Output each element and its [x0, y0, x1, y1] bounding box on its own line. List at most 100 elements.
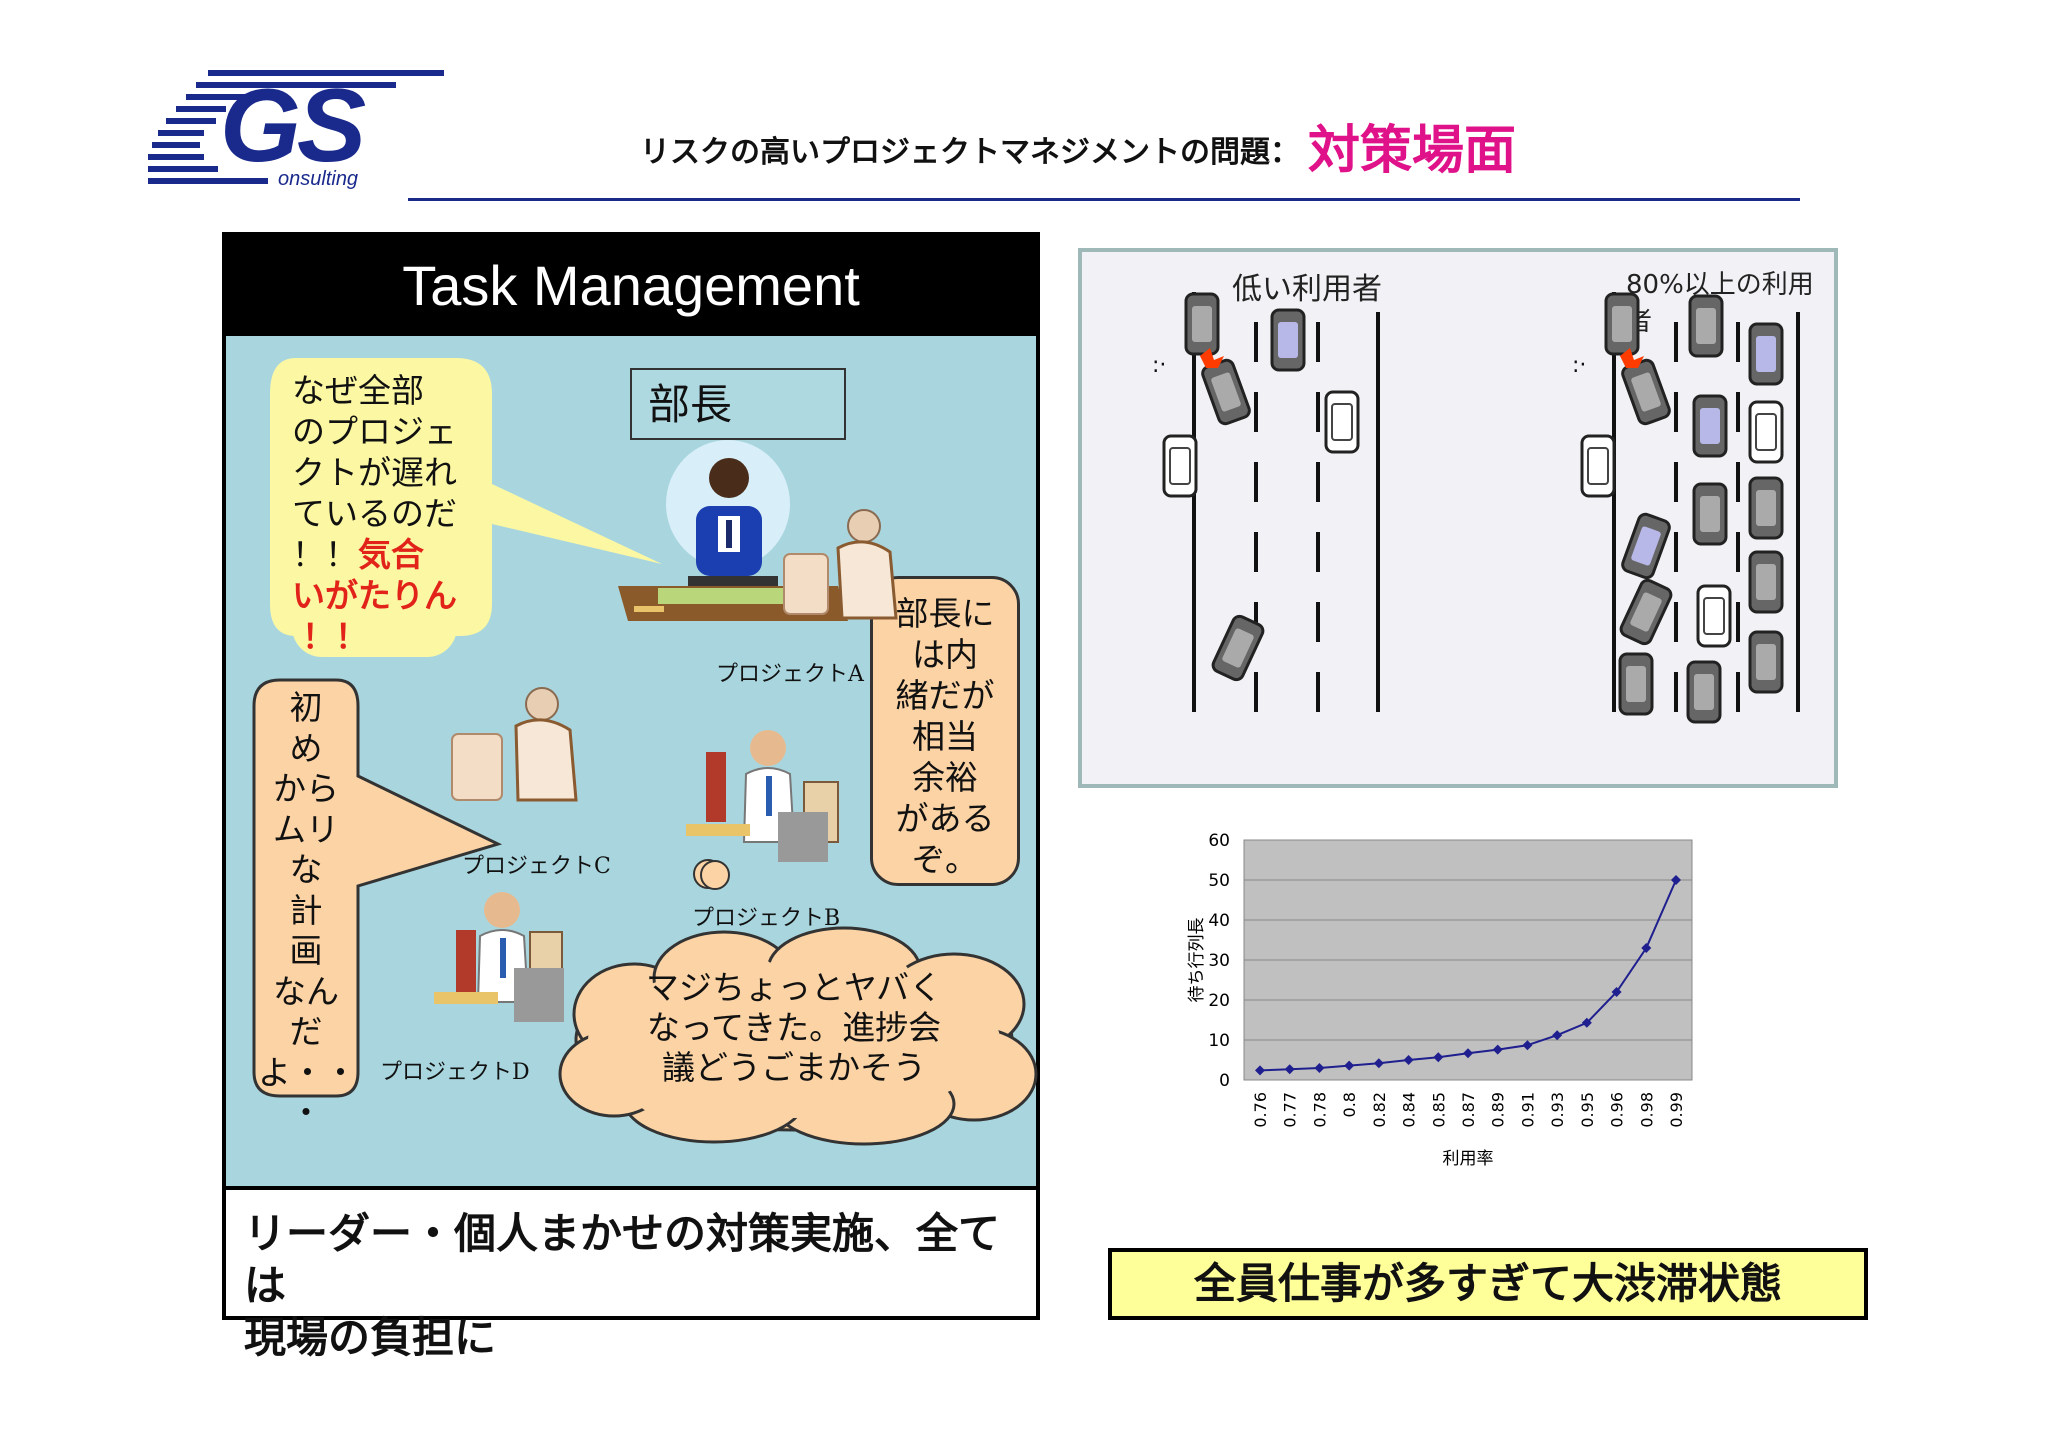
chart-x-tick-label: 0.78: [1310, 1092, 1329, 1128]
chart-x-tick-label: 0.85: [1429, 1092, 1448, 1128]
right-bubble-line: 相当: [912, 717, 978, 756]
cloud-line: マジちょっとヤバく: [645, 968, 943, 1007]
boss-bubble-line: のプロジェ: [292, 412, 457, 451]
chart-y-tick-label: 10: [1208, 1031, 1230, 1051]
chart-x-tick-label: 0.8: [1340, 1092, 1359, 1117]
chart-x-tick-label: 0.93: [1548, 1092, 1567, 1128]
left-bubble-line: 初: [289, 688, 323, 727]
company-logo: GS onsulting: [148, 66, 448, 196]
project-d-worker-illustration: [410, 872, 580, 1042]
page-title: リスクの高いプロジェクトマネジメントの問題：対策場面: [640, 108, 1516, 183]
project-b-worker-illustration: [686, 712, 846, 892]
left-bubble-line: だ: [289, 1012, 323, 1051]
task-panel-footer: リーダー・個人まかせの対策実施、全ては 現場の負担に: [226, 1186, 1036, 1362]
chart-x-tick-label: 0.96: [1608, 1092, 1627, 1128]
left-bubble-line: め: [289, 728, 323, 768]
header-divider: [408, 198, 1800, 201]
chart-x-tick-label: 0.76: [1251, 1092, 1270, 1128]
chart-point: [1611, 987, 1622, 997]
chart-point: [1641, 943, 1652, 953]
right-bubble-line: ぞ。: [912, 840, 978, 879]
task-management-panel: Task Management なぜ全部 のプロジェ クトが遅れ ているのだ ！…: [222, 232, 1040, 1362]
traffic-roads-graphic: :· :·: [1152, 292, 1800, 724]
chart-point: [1373, 1058, 1384, 1069]
svg-text::·: :·: [1572, 353, 1586, 378]
boss-bubble-line: ！！: [292, 535, 358, 574]
right-bubble-line: は内: [912, 635, 978, 674]
chart-x-tick-label: 0.77: [1281, 1092, 1300, 1128]
chart-x-label: 利用率: [1443, 1149, 1494, 1169]
chart-x-tick-label: 0.87: [1459, 1092, 1478, 1128]
boss-bubble-line: ているのだ: [292, 494, 457, 533]
staff-speech-bubble-left: 初 め から ムリ な 計 画 なん だ よ・・ ・: [250, 676, 670, 1132]
left-bubble-line: 画: [289, 931, 323, 970]
right-bubble-line: がある: [895, 799, 995, 838]
page-title-accent: 対策場面: [1308, 121, 1517, 181]
chart-x-tick-label: 0.95: [1578, 1092, 1597, 1128]
chart-y-tick-label: 30: [1208, 951, 1230, 971]
right-bubble-line: 緒だが: [895, 676, 995, 715]
left-bubble-line: ・: [289, 1093, 323, 1132]
logo-subtext: onsulting: [278, 168, 359, 190]
chart-x-tick-label: 0.84: [1400, 1092, 1419, 1128]
chart-y-tick-label: 50: [1208, 871, 1230, 891]
traffic-left-label: 低い利用者: [1232, 272, 1382, 307]
chart-point: [1522, 1040, 1533, 1051]
chart-y-tick-label: 60: [1208, 831, 1230, 851]
project-a-label: プロジェクトA: [716, 662, 864, 687]
right-bubble-line: 余裕: [912, 758, 978, 797]
chart-point: [1255, 1065, 1265, 1076]
chart-y-label: 待ち行列長: [1187, 918, 1207, 1003]
project-d-label: プロジェクトD: [380, 1060, 530, 1085]
svg-text::·: :·: [1152, 353, 1166, 378]
chart-point: [1284, 1064, 1295, 1075]
footer-line: リーダー・個人まかせの対策実施、全ては: [244, 1209, 1001, 1310]
project-c-label: プロジェクトC: [462, 854, 611, 879]
chart-y-ticks: 0 10 20 30 40 50 60: [1208, 831, 1230, 1091]
left-bubble-line: よ・・: [258, 1052, 357, 1092]
left-bubble-line: 計: [289, 890, 323, 930]
chart-point: [1552, 1030, 1563, 1041]
chart-points: [1255, 875, 1681, 1076]
left-bubble-line: なん: [273, 971, 339, 1011]
chart-x-tick-label: 0.82: [1370, 1092, 1389, 1128]
thought-cloud: マジちょっとヤバく なってきた。進捗会 議どうごまかそう: [544, 924, 1044, 1148]
boss-speech-bubble: なぜ全部 のプロジェ クトが遅れ ているのだ ！！気合 いがたりん ！！: [266, 354, 662, 657]
boss-bubble-red-text: 気合: [358, 535, 424, 574]
right-bubble-line: 部長に: [895, 594, 995, 633]
chart-point: [1433, 1052, 1444, 1063]
left-bubble-line: な: [289, 850, 323, 889]
cloud-line: 議どうごまかそう: [662, 1048, 926, 1087]
chart-x-tick-label: 0.99: [1667, 1092, 1686, 1128]
project-b-label: プロジェクトB: [692, 906, 841, 931]
footer-line: 現場の負担に: [244, 1313, 497, 1362]
chart-point: [1344, 1060, 1355, 1071]
chart-point: [1314, 1063, 1325, 1073]
logo-text: GS: [220, 68, 366, 184]
chart-x-tick-label: 0.91: [1518, 1092, 1537, 1128]
project-a-worker-illustration: [778, 498, 928, 648]
chart-y-tick-label: 40: [1208, 911, 1230, 931]
queue-length-chart: 0 10 20 30 40 50 60 0.76 0.77 0.78 0.8 0.82 0.84 0.8…: [1187, 831, 1693, 1169]
boss-label: 部長: [630, 368, 846, 440]
left-bubble-line: ムリ: [273, 809, 339, 849]
page-title-main: リスクの高いプロジェクトマネジメントの問題：: [640, 135, 1300, 170]
thought-bubble-dot: [700, 860, 730, 890]
task-panel-heading: Task Management: [226, 236, 1036, 336]
project-c-worker-illustration: [442, 676, 602, 836]
boss-bubble-line: クトが遅れ: [292, 453, 457, 492]
chart-x-tick-label: 0.98: [1637, 1092, 1656, 1128]
summary-box: 全員仕事が多すぎて大渋滞状態: [1108, 1248, 1868, 1320]
chart-y-tick-label: 0: [1219, 1071, 1230, 1091]
chart-y-tick-label: 20: [1208, 991, 1230, 1011]
staff-speech-bubble-right: 部長に は内 緒だが 相当 余裕 がある ぞ。: [870, 576, 1020, 896]
chart-point: [1671, 875, 1681, 885]
cloud-line: なってきた。進捗会: [646, 1008, 942, 1047]
boss-bubble-line: なぜ全部: [292, 371, 424, 410]
boss-bubble-red-line: ！！: [302, 617, 368, 656]
chart-gridlines: [1244, 839, 1692, 1081]
chart-point: [1463, 1048, 1473, 1059]
chart-point: [1403, 1055, 1414, 1065]
traffic-illustration: 低い利用者 80%以上の利用者: [1078, 248, 1838, 788]
